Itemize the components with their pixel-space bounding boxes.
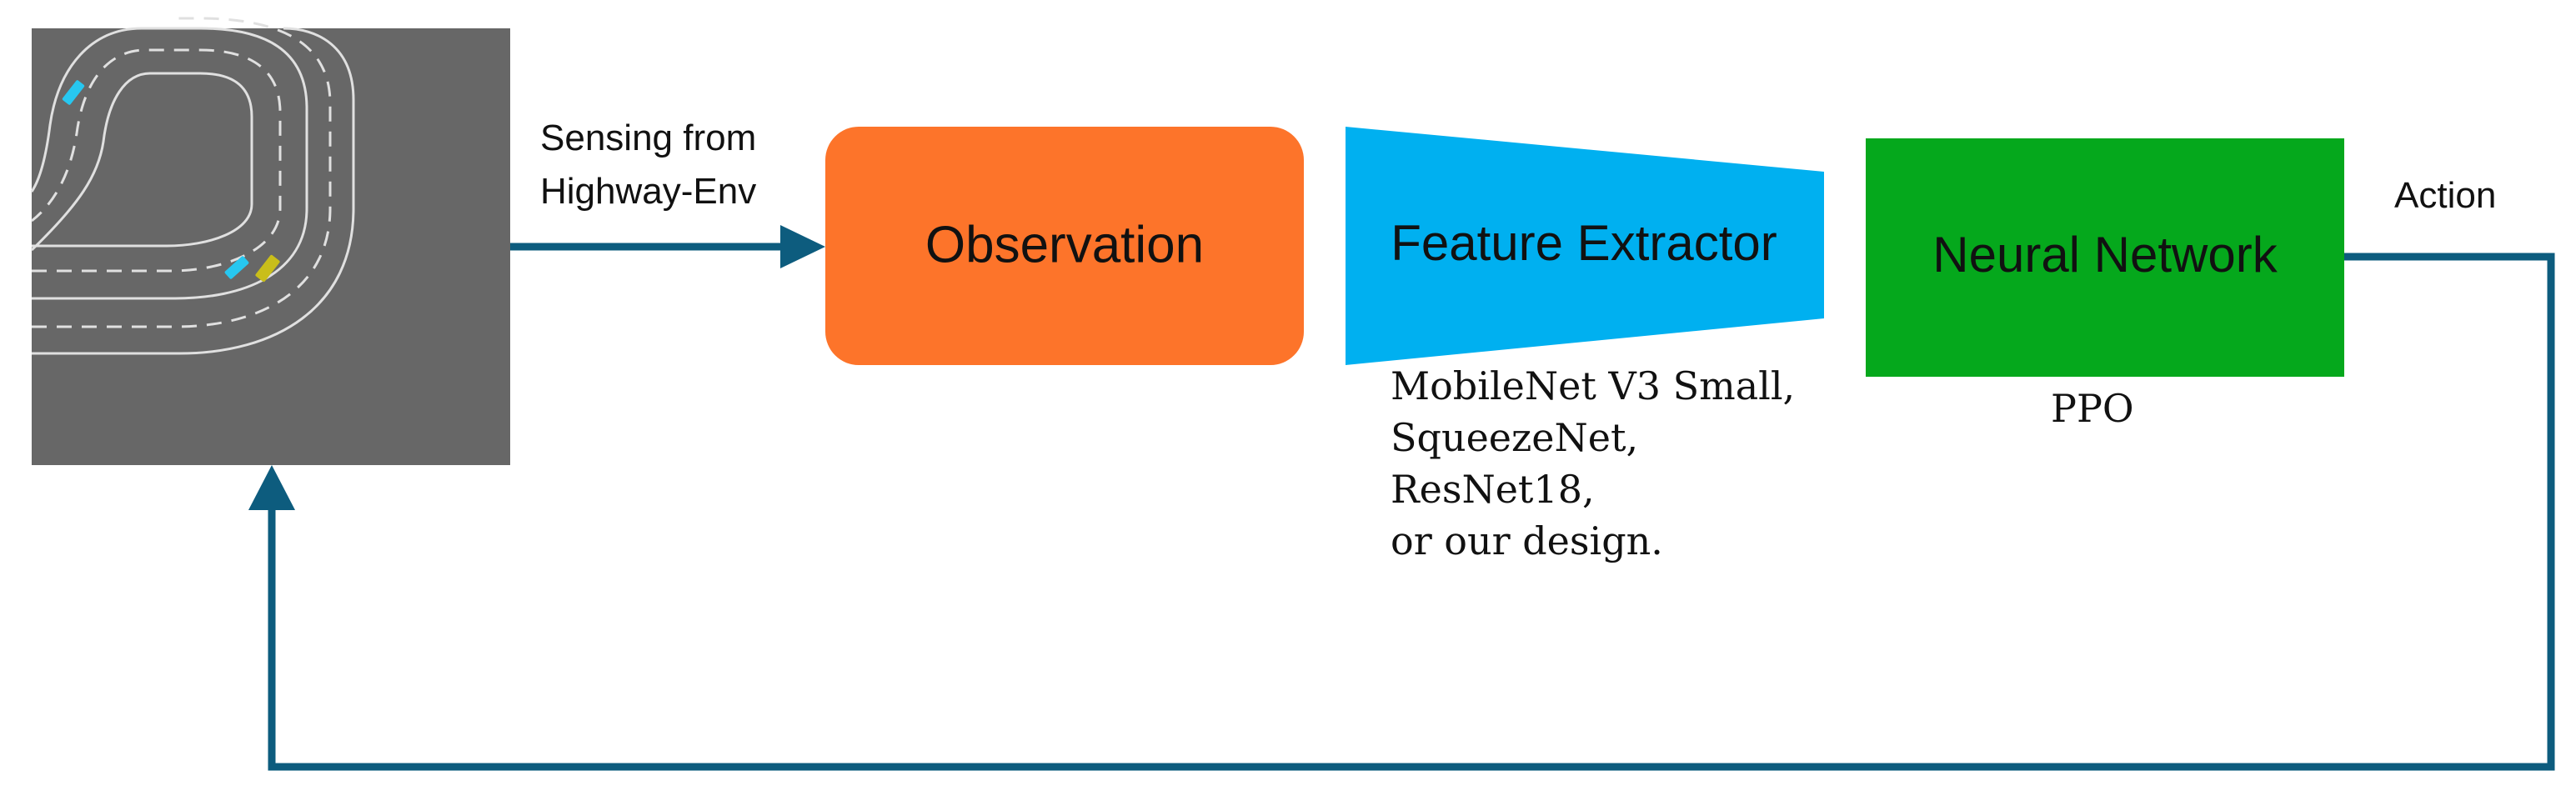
action-label: Action	[2394, 175, 2497, 216]
fe-option: ResNet18,	[1391, 467, 1595, 512]
observation-node: Observation	[825, 127, 1304, 365]
track-inner-edge	[30, 72, 253, 252]
vehicle-ego-top	[62, 80, 85, 105]
sensing-arrow	[510, 225, 825, 268]
vehicle-blue	[224, 256, 249, 279]
feature-extractor-node: Feature Extractor	[1346, 127, 1824, 365]
ppo-label: PPO	[2051, 386, 2134, 431]
neural-network-label: Neural Network	[1932, 227, 2278, 283]
feature-extractor-options: MobileNet V3 Small, SqueezeNet, ResNet18…	[1391, 360, 1795, 567]
fe-option: MobileNet V3 Small,	[1391, 363, 1796, 408]
action-arrowhead	[248, 465, 295, 510]
highway-env-panel	[30, 17, 510, 465]
fe-option: or our design.	[1391, 518, 1663, 563]
observation-label: Observation	[925, 216, 1204, 273]
track-center-line-inner	[31, 48, 282, 273]
sensing-arrowhead	[780, 225, 825, 268]
track-outer-ring	[32, 27, 355, 355]
fe-option: SqueezeNet,	[1391, 415, 1639, 460]
feature-extractor-label: Feature Extractor	[1391, 215, 1777, 271]
vehicles	[62, 80, 280, 283]
neural-network-node: Neural Network	[1866, 138, 2344, 377]
track-outer-edge	[30, 27, 308, 300]
track-center-line	[32, 17, 332, 328]
vehicle-yellow	[255, 254, 280, 283]
race-track	[30, 17, 355, 355]
action-feedback-arrow	[268, 253, 2555, 771]
